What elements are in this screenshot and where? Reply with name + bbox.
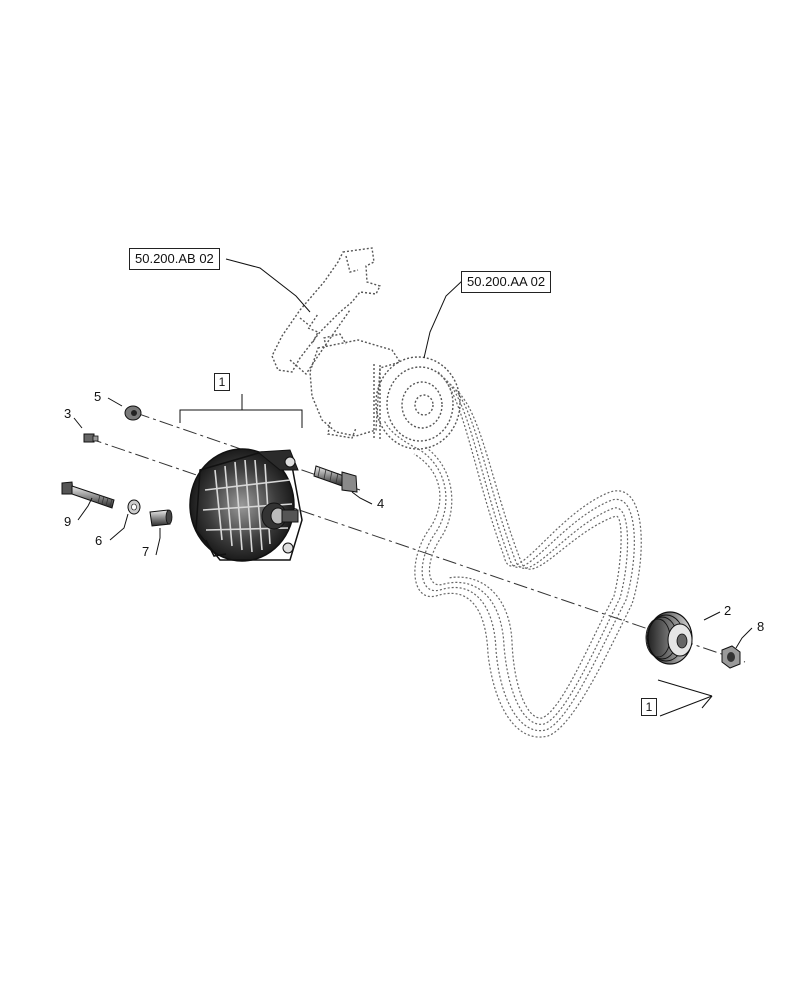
nut-part-5 [124, 405, 142, 421]
axis-line [87, 412, 746, 663]
alternator [189, 448, 303, 562]
mounting-bracket-phantom [271, 247, 381, 376]
bolt-part-9 [61, 481, 115, 509]
callout-label-6[interactable]: 6 [95, 533, 103, 548]
callout-label-4[interactable]: 4 [377, 496, 385, 511]
callout-label-8[interactable]: 8 [757, 619, 765, 634]
callout-label-3[interactable]: 3 [64, 406, 72, 421]
bolt-part-3 [83, 433, 99, 443]
callout-label-2[interactable]: 2 [724, 603, 732, 618]
sleeve-part-7 [149, 509, 173, 527]
nut-part-8 [721, 645, 741, 669]
ref-box-50-200-ab-02[interactable]: 50.200.AB 02 [129, 248, 220, 270]
callout-box-1-bottom[interactable]: 1 [641, 698, 657, 716]
ac-compressor-phantom [309, 333, 461, 450]
callout-box-1-top[interactable]: 1 [214, 373, 230, 391]
bolt-part-4 [313, 465, 358, 493]
callout-label-7[interactable]: 7 [142, 544, 150, 559]
drive-belt-phantom [383, 371, 642, 738]
ref-box-50-200-aa-02[interactable]: 50.200.AA 02 [461, 271, 552, 293]
callout-label-5[interactable]: 5 [94, 389, 102, 404]
leader-lines [73, 258, 753, 717]
callout-label-9[interactable]: 9 [64, 514, 72, 529]
pulley-part-2 [645, 611, 693, 665]
washer-part-6 [127, 499, 141, 515]
